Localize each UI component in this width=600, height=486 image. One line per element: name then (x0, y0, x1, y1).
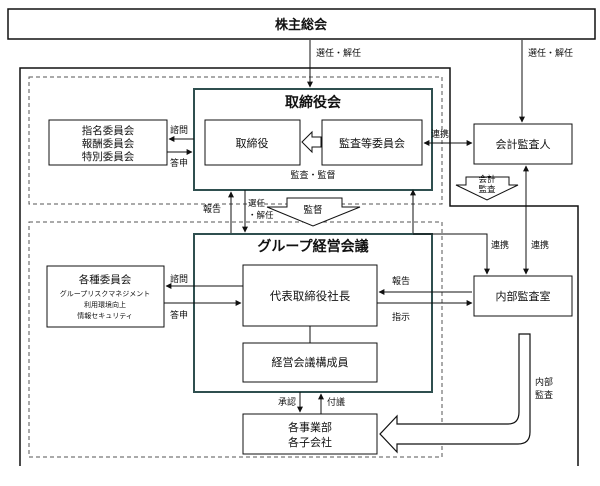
committees-item-3: 情報セキュリティ (77, 311, 133, 320)
board-audit-label: 監督 (303, 204, 322, 216)
cooperation-label-auditor-internal: 連携 (531, 239, 549, 251)
internal-audit-arrow-label-1: 内部 (535, 376, 553, 388)
accounting-audit-arrow (455, 176, 519, 201)
nomination-box (48, 119, 168, 166)
committees-item-2: 利用環境向上 (84, 300, 126, 309)
shareholders-label: 株主総会 (275, 17, 328, 33)
members-box (242, 342, 378, 383)
report-label-bottom: 答申 (170, 309, 188, 321)
report-label-internal: 報告 (392, 275, 410, 287)
nomination-label-2: 報酬委員会 (82, 137, 135, 150)
supervision-arrow (301, 130, 322, 154)
consult-label-bottom: 諮問 (170, 273, 188, 285)
internal-audit-arrow-label-2: 監査 (535, 389, 553, 401)
divisions-label-2: 各子会社 (288, 435, 332, 449)
audit-committee-label: 監査等委員会 (339, 136, 405, 150)
committees-item-1: グループリスクマネジメント (60, 289, 151, 298)
group-meeting-title: グループ経営会議 (257, 238, 368, 255)
cooperation-line-internal (413, 233, 490, 275)
divisions-label-1: 各事業部 (288, 420, 332, 434)
internal-audit-label: 内部監査室 (496, 289, 551, 303)
committees-title: 各種委員会 (79, 273, 132, 286)
referral-label: 付議 (327, 396, 345, 408)
auditor-label: 会計監査人 (496, 137, 551, 151)
elect-label-to-management: 選任 (248, 198, 266, 209)
accounting-audit-label-1: 会計 (478, 174, 496, 185)
consult-label-top: 諮問 (170, 124, 188, 136)
approval-label: 承認 (278, 396, 296, 408)
internal-audit-arrow (379, 333, 531, 454)
directors-label: 取締役 (236, 136, 269, 150)
shareholders-box (7, 8, 596, 40)
divisions-box (242, 413, 378, 455)
directors-box (204, 119, 301, 166)
cooperation-label-auditor: 連携 (431, 128, 449, 140)
supervision-label: 監査・監督 (290, 169, 335, 181)
nomination-label-1: 指名委員会 (82, 124, 135, 137)
board-audit-arrow (266, 197, 361, 227)
report-label-top: 答申 (170, 157, 188, 169)
audit-committee-box (321, 119, 423, 166)
dismiss-label-to-management: ・解任 (248, 210, 274, 221)
members-label: 経営会議構成員 (272, 355, 349, 369)
president-box (242, 264, 378, 327)
instruction-label-internal: 指示 (392, 311, 410, 323)
outer-frame (19, 67, 579, 466)
cooperation-label-internal: 連携 (491, 239, 509, 251)
internal-audit-box (473, 275, 573, 317)
board-title: 取締役会 (285, 94, 342, 111)
management-dashed-area (28, 221, 443, 458)
elect-label-board: 選任・解任 (316, 47, 361, 59)
accounting-audit-label-2: 監査 (478, 184, 496, 195)
nomination-label-3: 特別委員会 (82, 150, 135, 163)
president-label: 代表取締役社長 (270, 289, 351, 303)
elect-label-auditor: 選任・解任 (528, 47, 573, 59)
auditor-box (473, 123, 573, 165)
report-label-to-board: 報告 (203, 203, 221, 215)
committees-box (46, 265, 165, 328)
